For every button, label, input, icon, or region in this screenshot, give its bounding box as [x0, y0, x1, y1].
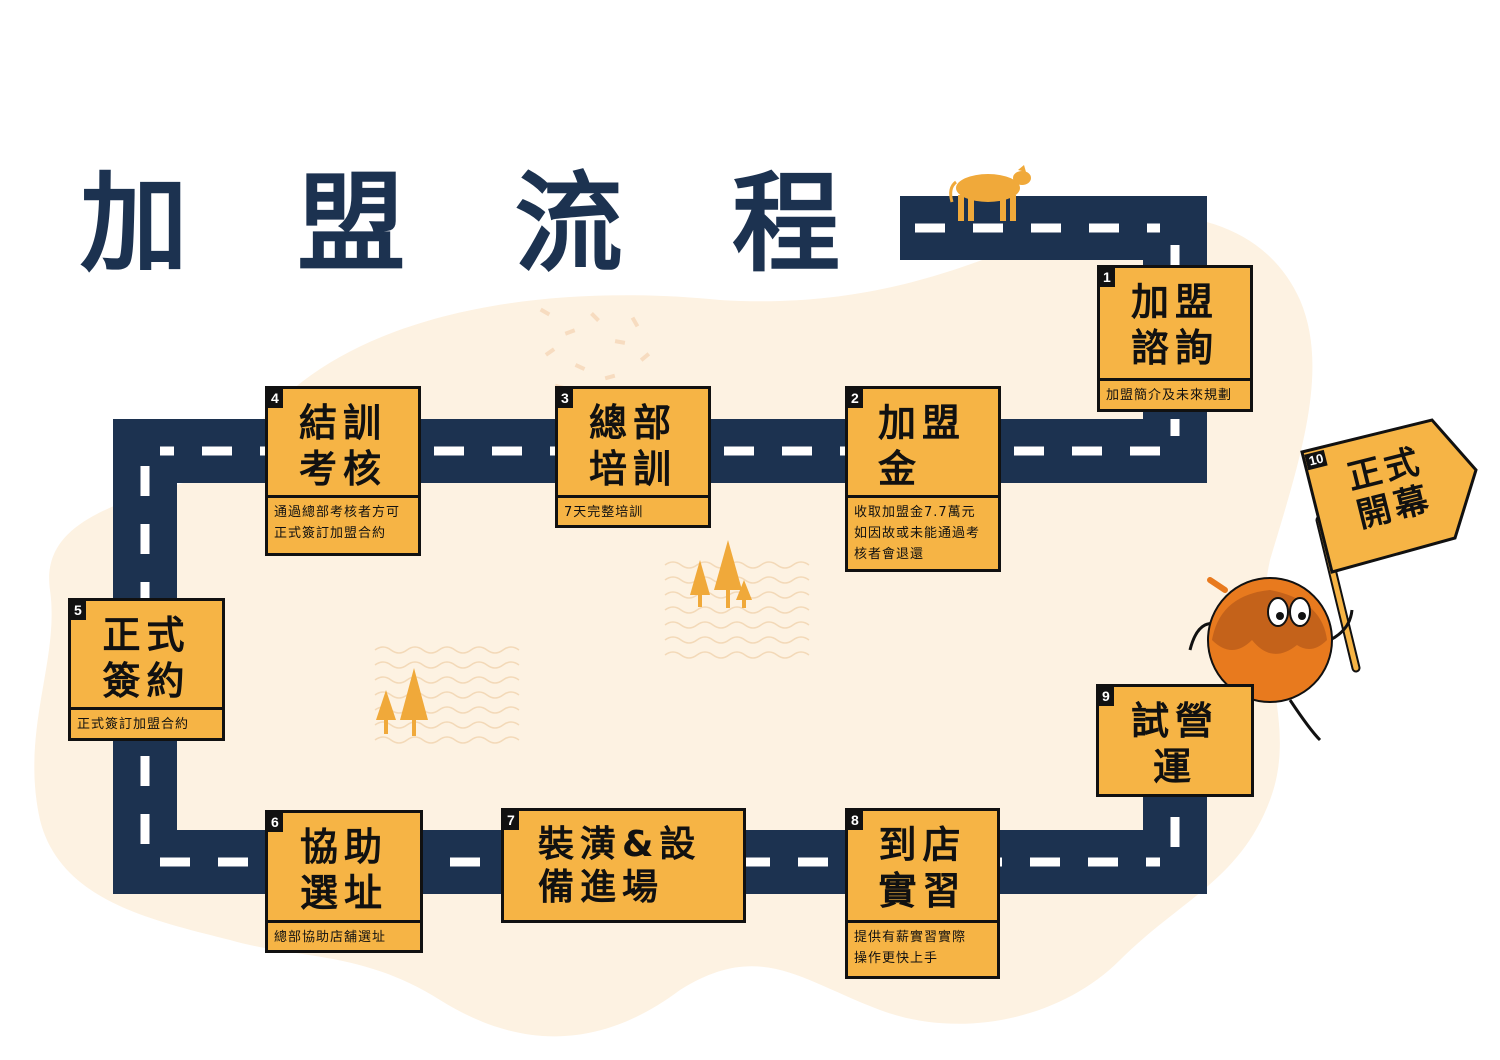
title-char: 加	[80, 162, 189, 287]
step-8-description: 提供有薪實習實際 操作更快上手	[845, 923, 1000, 979]
road	[113, 196, 1207, 894]
step-6-box: 6 協助 選址	[265, 810, 423, 923]
step-3-box: 3 總部 培訓	[555, 386, 711, 498]
title-char: 程	[731, 162, 840, 287]
step-label: 裝潢&設 備進場	[538, 824, 702, 909]
step-2-box: 2 加盟 金	[845, 386, 1001, 498]
step-3-description: 7天完整培訓	[555, 498, 711, 528]
step-label: 協助 選址	[299, 825, 388, 915]
step-number: 1	[1100, 268, 1115, 287]
step-1-box: 1 加盟 諮詢	[1097, 265, 1253, 381]
donut-mascot-icon	[1188, 577, 1354, 751]
step-label: 加盟 諮詢	[1130, 280, 1219, 370]
page-title: 加 盟 流 程	[80, 160, 840, 290]
step-4-box: 4 結訓 考核	[265, 386, 421, 498]
step-9-box: 9 試營 運	[1096, 684, 1254, 797]
step-number: 3	[558, 389, 573, 408]
step-8-box: 8 到店 實習	[845, 808, 1000, 923]
step-2-description: 收取加盟金7.7萬元 如因故或未能通過考 核者會退還	[845, 498, 1001, 572]
step-label: 到店 實習	[878, 823, 967, 913]
step-label: 正式 簽約	[102, 613, 191, 703]
title-char: 流	[514, 162, 623, 287]
step-number: 9	[1099, 687, 1114, 706]
sprinkle-pattern	[539, 307, 651, 391]
step-5-box: 5 正式 簽約	[68, 598, 225, 710]
step-number: 7	[504, 811, 519, 830]
step-4-description: 通過總部考核者方可 正式簽訂加盟合約	[265, 498, 421, 556]
step-label: 結訓 考核	[298, 401, 387, 491]
title-char: 盟	[297, 162, 406, 287]
step-number: 6	[268, 813, 283, 832]
step-number: 8	[848, 811, 863, 830]
step-number: 4	[268, 389, 283, 408]
step-number: 2	[848, 389, 863, 408]
cow-icon	[949, 165, 1031, 221]
tree-icon	[690, 540, 752, 608]
step-label: 總部 培訓	[588, 401, 677, 491]
tree-icon	[376, 668, 428, 736]
step-7-box: 7 裝潢&設 備進場	[501, 808, 746, 923]
step-5-description: 正式簽訂加盟合約	[68, 710, 225, 741]
step-number: 5	[71, 601, 86, 620]
step-6-description: 總部協助店舖選址	[265, 923, 423, 953]
flag-icon	[1300, 418, 1478, 673]
step-label: 試營 運	[1130, 699, 1219, 789]
step-1-description: 加盟簡介及未來規劃	[1097, 381, 1253, 412]
step-label: 加盟 金	[878, 401, 967, 491]
